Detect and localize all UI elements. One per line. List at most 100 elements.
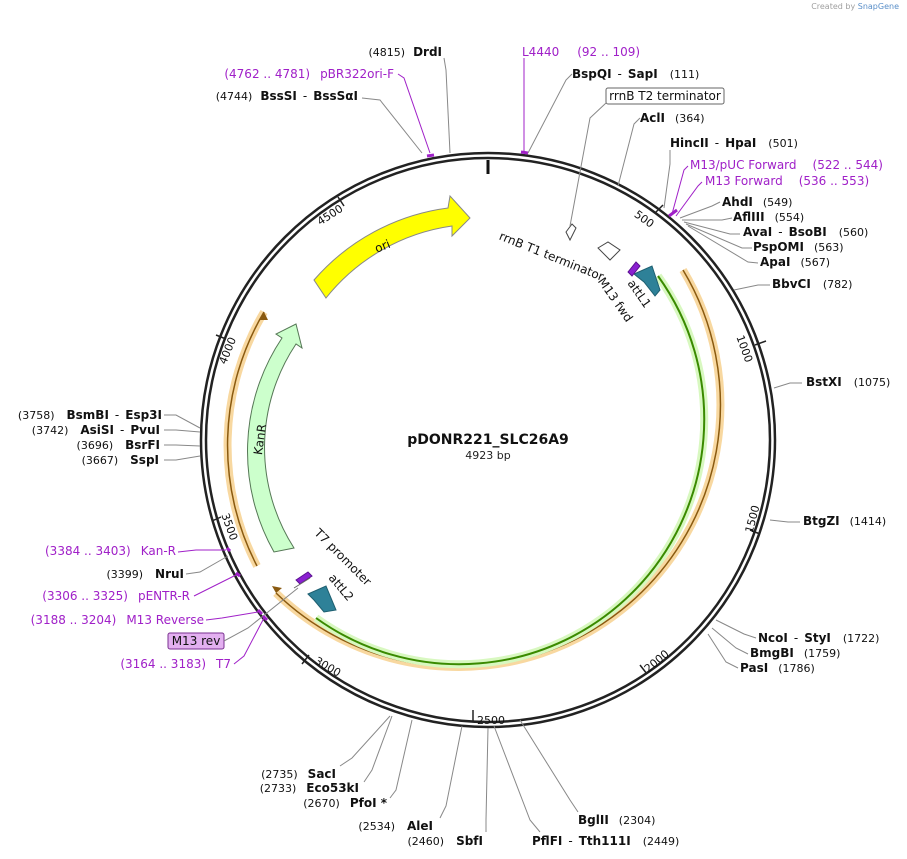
pos: (3742)	[32, 424, 69, 437]
enzyme-sspi: (3667)SspI	[82, 453, 159, 467]
leader-sspi	[164, 455, 201, 461]
dash: -	[778, 225, 782, 239]
range: (3384 .. 3403)	[45, 544, 131, 558]
leader-saci	[339, 715, 391, 767]
enzyme-bspqi: BspQI-SapI(111)	[572, 67, 699, 81]
enzyme-bsssi: (4744)BssSI-BssSαI	[216, 89, 358, 103]
leader-pspomi	[685, 223, 752, 249]
name: AclI	[640, 111, 665, 125]
pos: (782)	[823, 278, 853, 291]
backbone-outer	[199, 151, 777, 729]
name2: BssSαI	[313, 89, 358, 103]
pos: (567)	[800, 256, 830, 269]
tick-marks	[211, 196, 767, 722]
name: L4440	[522, 45, 559, 59]
pos: (501)	[768, 137, 798, 150]
name: M13/pUC Forward	[690, 158, 797, 172]
leader-pentr	[193, 573, 239, 597]
orf-strip-right-line	[275, 269, 722, 668]
name: Kan-R	[141, 544, 176, 558]
rrnb-t1-label: rrnB T1 terminator	[497, 229, 606, 284]
tick-1000	[754, 340, 767, 346]
leader-afliii	[682, 217, 733, 221]
name: AflIII	[733, 210, 765, 224]
leader-bsrfi	[164, 444, 201, 447]
enzyme-bglii: BglII(2304)	[578, 813, 655, 827]
range: (522 .. 544)	[813, 158, 883, 172]
primer-mark-kanr	[225, 546, 232, 553]
name: AvaI	[743, 225, 772, 239]
pos: (111)	[670, 68, 700, 81]
name: pENTR-R	[138, 589, 190, 603]
pos: (2534)	[358, 820, 395, 833]
pos: (2670)	[303, 797, 340, 810]
enzyme-pflfi: PflFI-Tth111I(2449)	[532, 834, 679, 848]
ori-label: ori	[373, 237, 393, 256]
pos: (1722)	[843, 632, 880, 645]
ori-arrow	[313, 194, 471, 299]
rrnb-t2-label: rrnB T2 terminator	[609, 89, 721, 103]
tick-3500	[211, 516, 222, 522]
primer-m13-puc-forward: M13/pUC Forward (522 .. 544)	[690, 158, 883, 172]
name: BssSI	[260, 89, 297, 103]
plasmid-length: 4923 bp	[465, 449, 510, 462]
snapgene-credit: Created by SnapGene	[811, 2, 899, 11]
leader-kanr-primer	[177, 549, 226, 553]
name: DrdI	[413, 45, 442, 59]
leader-acli	[617, 117, 641, 187]
name: NcoI	[758, 631, 788, 645]
leader-sbfi	[485, 727, 489, 832]
leader-bsssi	[361, 97, 423, 154]
pos: (3399)	[106, 568, 143, 581]
credit-brand: SnapGene	[857, 2, 899, 11]
rrnb-t2-arrow	[565, 223, 577, 242]
dash: -	[715, 136, 719, 150]
primer-mark-t7	[261, 614, 269, 622]
pos: (1786)	[778, 662, 815, 675]
enzyme-pfoi: (2670)PfoI *	[303, 796, 387, 810]
tick-2000	[639, 664, 648, 675]
tick-3000	[301, 654, 310, 665]
name: NruI	[155, 567, 184, 581]
enzyme-bsrfi: (3696)BsrFI	[77, 438, 160, 452]
leader-bglii	[519, 719, 579, 813]
leader-m13puc	[671, 165, 689, 215]
leader-bbvci	[733, 284, 770, 291]
primer-l4440: L4440 (92 .. 109)	[522, 45, 640, 59]
name: PspOMI	[753, 240, 804, 254]
dash: -	[115, 408, 119, 422]
orf-strip-left-head	[260, 312, 268, 320]
pos: (1414)	[850, 515, 887, 528]
primer-pbr322ori-f: (4762 .. 4781)pBR322ori-F	[224, 67, 394, 81]
leader-alei	[439, 725, 463, 819]
pos: (560)	[839, 226, 869, 239]
pos: (3696)	[77, 439, 114, 452]
tick-labels: 500 1000 1500 2000 2500 3000 3500 4000 4…	[216, 202, 762, 727]
name2: SapI	[628, 67, 658, 81]
range: (4762 .. 4781)	[224, 67, 310, 81]
pos: (1075)	[854, 376, 891, 389]
enzyme-asisi: (3742)AsiSI-PvuI	[32, 423, 160, 437]
primer-mark-m13-fwd	[668, 208, 678, 218]
m13-rev-leader	[223, 587, 299, 642]
rrnb-t1-arrow	[597, 241, 621, 261]
enzyme-acli: AclI (364)	[640, 111, 705, 125]
name2: PvuI	[130, 423, 160, 437]
pos: (563)	[814, 241, 844, 254]
leader-lines	[164, 57, 802, 833]
leader-ahdi	[679, 201, 721, 219]
pos: (2733)	[260, 782, 297, 795]
primer-t7: (3164 .. 3183)T7	[120, 657, 231, 671]
primer-m13-forward: M13 Forward(536 .. 553)	[705, 174, 869, 188]
name: M13 Reverse	[126, 613, 204, 627]
orf-strip-right-head	[272, 586, 282, 593]
pos: (3758)	[18, 409, 55, 422]
pos: (364)	[675, 112, 705, 125]
attl1-arrow	[633, 265, 661, 297]
name2: BsoBI	[789, 225, 827, 239]
leader-bsmbi	[164, 414, 201, 429]
name2: Tth111I	[579, 834, 631, 848]
insert-strip-line	[315, 275, 706, 666]
range: (92 .. 109)	[577, 45, 640, 59]
primer-mark-l4440	[520, 150, 529, 155]
